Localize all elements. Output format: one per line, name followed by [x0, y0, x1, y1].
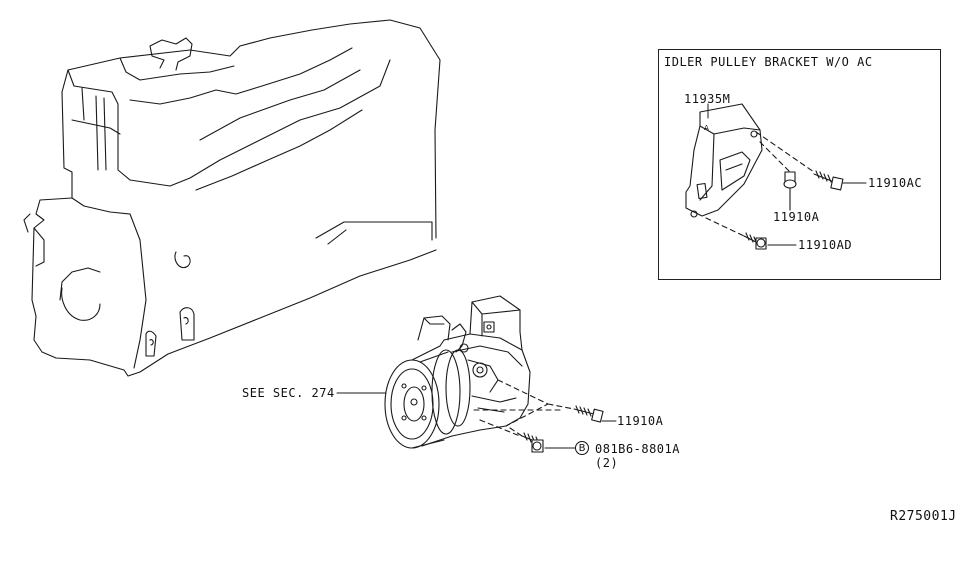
- see-section-label[interactable]: SEE SEC. 274: [242, 386, 335, 400]
- part-label-bolt-11910a[interactable]: 11910A: [617, 414, 664, 428]
- main-leader-lines: [337, 393, 616, 448]
- inset-bolt-11910a: [784, 172, 796, 210]
- inset-bolt-11910ad: [744, 233, 766, 249]
- inset-guide-lines: [706, 132, 814, 236]
- engine-block-illustration: [24, 20, 440, 376]
- svg-text:A: A: [704, 124, 709, 132]
- inset-title: IDLER PULLEY BRACKET W/O AC: [664, 55, 873, 69]
- compressor-bolt-lower: [522, 433, 543, 452]
- diagram-code: R275001J: [890, 509, 957, 524]
- part-label-bolt-11910ad[interactable]: 11910AD: [798, 238, 853, 252]
- part-label-bolt-11910ac[interactable]: 11910AC: [868, 176, 923, 190]
- reference-circle-b: B: [575, 441, 589, 455]
- part-label-bolt-081b6[interactable]: 081B6-8801A: [595, 442, 680, 456]
- part-label-bolt-11910a-inset[interactable]: 11910A: [773, 210, 820, 224]
- part-label-bracket[interactable]: 11935M: [684, 92, 731, 106]
- compressor-guide-lines: [474, 380, 574, 436]
- inset-bolt-11910ac: [814, 171, 843, 190]
- ac-compressor-illustration: [385, 296, 530, 448]
- idler-bracket-illustration: A: [686, 104, 762, 217]
- part-quantity-label: (2): [595, 456, 619, 470]
- inset-leader-lines: [708, 104, 866, 245]
- inset-frame: [658, 49, 941, 280]
- compressor-bolt-upper: [574, 406, 603, 422]
